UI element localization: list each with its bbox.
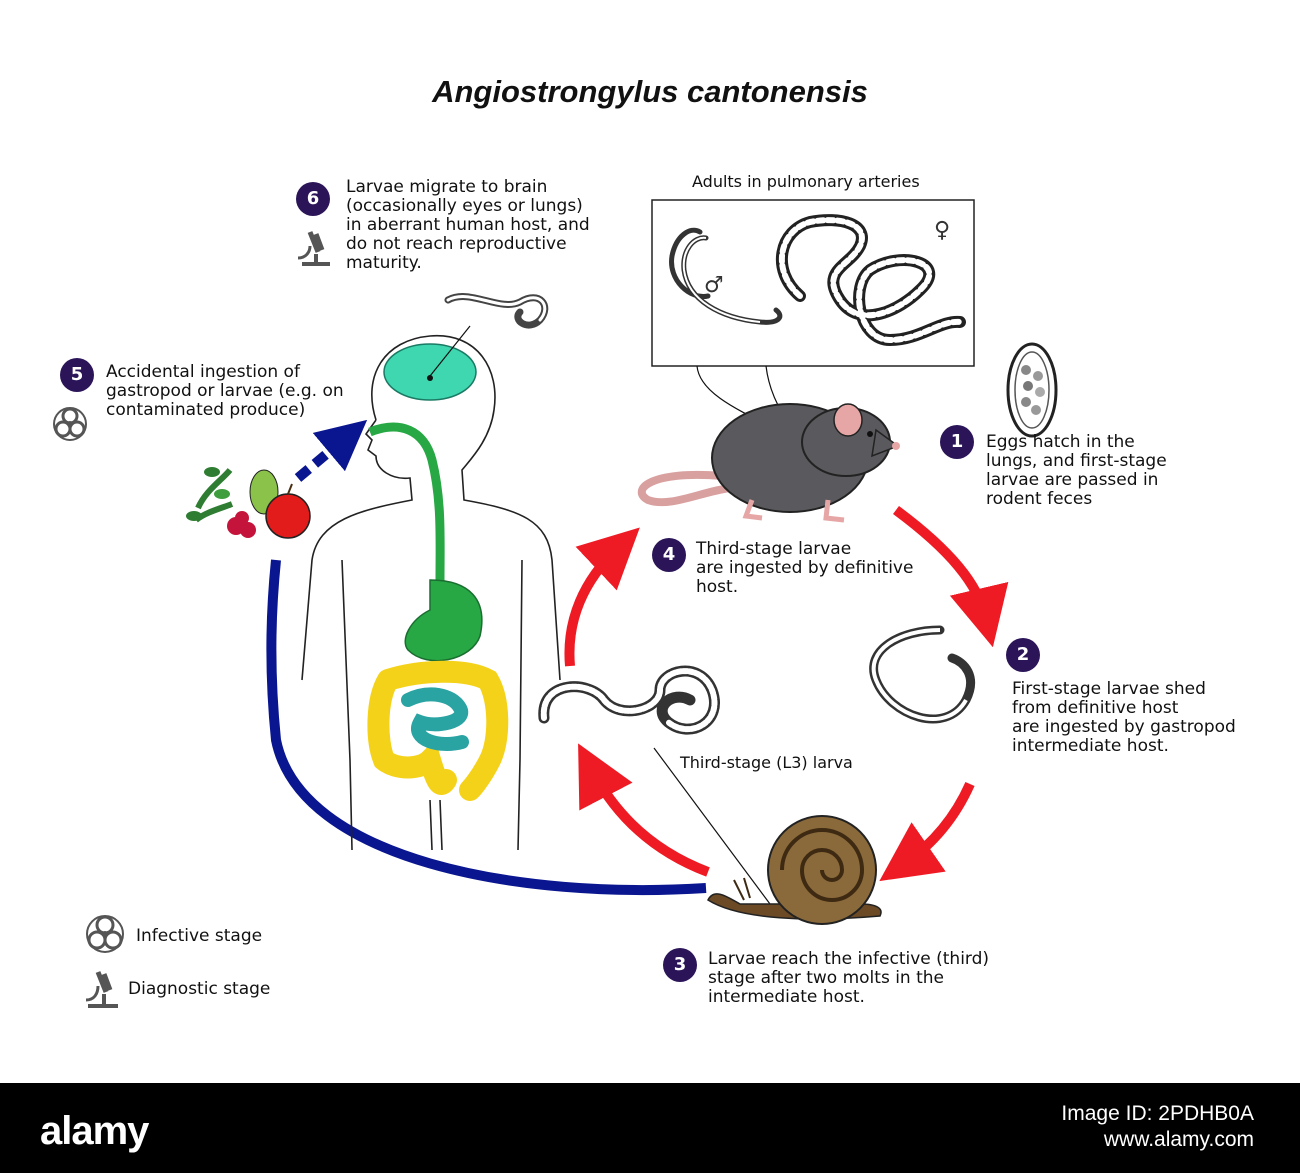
small-intestine <box>401 687 469 751</box>
arrow-l1-to-snail <box>879 781 975 882</box>
microscope-icon-step6 <box>297 231 330 266</box>
diagram-title: Angiostrongylus cantonensis <box>432 74 868 109</box>
step-3-badge: 3 <box>663 948 697 982</box>
brain-larva-illustration <box>444 293 549 329</box>
rat-illustration <box>637 403 900 523</box>
step-6-badge: 6 <box>296 182 330 216</box>
step-3-text: Larvae reach the infective (third) stage… <box>708 949 990 1007</box>
biohazard-icon-legend <box>86 915 124 953</box>
l1-larva-illustration <box>869 625 976 724</box>
stomach <box>404 579 483 662</box>
female-symbol: ♀ <box>934 218 950 243</box>
watermark-site: www.alamy.com <box>1103 1128 1254 1151</box>
snail-illustration <box>707 815 882 925</box>
legend-diagnostic-label: Diagnostic stage <box>128 979 271 999</box>
watermark-image-id: Image ID: 2PDHB0A <box>1061 1102 1254 1125</box>
male-symbol: ♂ <box>704 273 724 298</box>
egg-illustration <box>1006 342 1058 438</box>
step-1-text: Eggs hatch in the lungs, and first-stage… <box>986 432 1167 509</box>
step-2-badge: 2 <box>1006 638 1040 672</box>
watermark-id: Image ID: 2PDHB0A www.alamy.com <box>1061 1101 1254 1153</box>
step-4-text: Third-stage larvae are ingested by defin… <box>696 539 914 597</box>
colon <box>367 660 509 801</box>
lifecycle-diagram: Angiostrongylus cantonensis ♂ ♀ <box>53 74 1236 1008</box>
l3-larva-illustration <box>538 665 720 735</box>
watermark-logo: alamy <box>40 1109 149 1153</box>
arrow-rat-to-l1 <box>893 505 1009 648</box>
arrow-produce-to-mouth <box>294 419 368 482</box>
step-2-text: First-stage larvae shed from definitive … <box>1012 679 1236 756</box>
step-6-text: Larvae migrate to brain (occasionally ey… <box>346 177 590 273</box>
human-illustration <box>301 335 561 851</box>
legend-infective-label: Infective stage <box>136 926 263 946</box>
l3-larva-label: Third-stage (L3) larva <box>680 753 853 772</box>
diagram-graphics: ♂ ♀ <box>53 199 1058 1008</box>
step-5-badge: 5 <box>60 358 94 392</box>
microscope-icon-legend <box>85 971 118 1008</box>
biohazard-icon-step5 <box>53 407 87 441</box>
arrow-snail-to-human <box>266 559 707 896</box>
step-1-badge: 1 <box>940 425 974 459</box>
step-5-text: Accidental ingestion of gastropod or lar… <box>106 362 344 420</box>
step-4-badge: 4 <box>652 538 686 572</box>
arrow-snail-to-l3 <box>578 743 710 877</box>
arrow-l3-to-rat <box>564 527 640 667</box>
brain <box>383 343 477 401</box>
produce-illustration <box>186 467 311 539</box>
watermark-bar: alamy Image ID: 2PDHB0A www.alamy.com <box>0 1083 1300 1173</box>
male-worm-inner <box>682 236 761 323</box>
adults-label: Adults in pulmonary arteries <box>692 172 920 191</box>
